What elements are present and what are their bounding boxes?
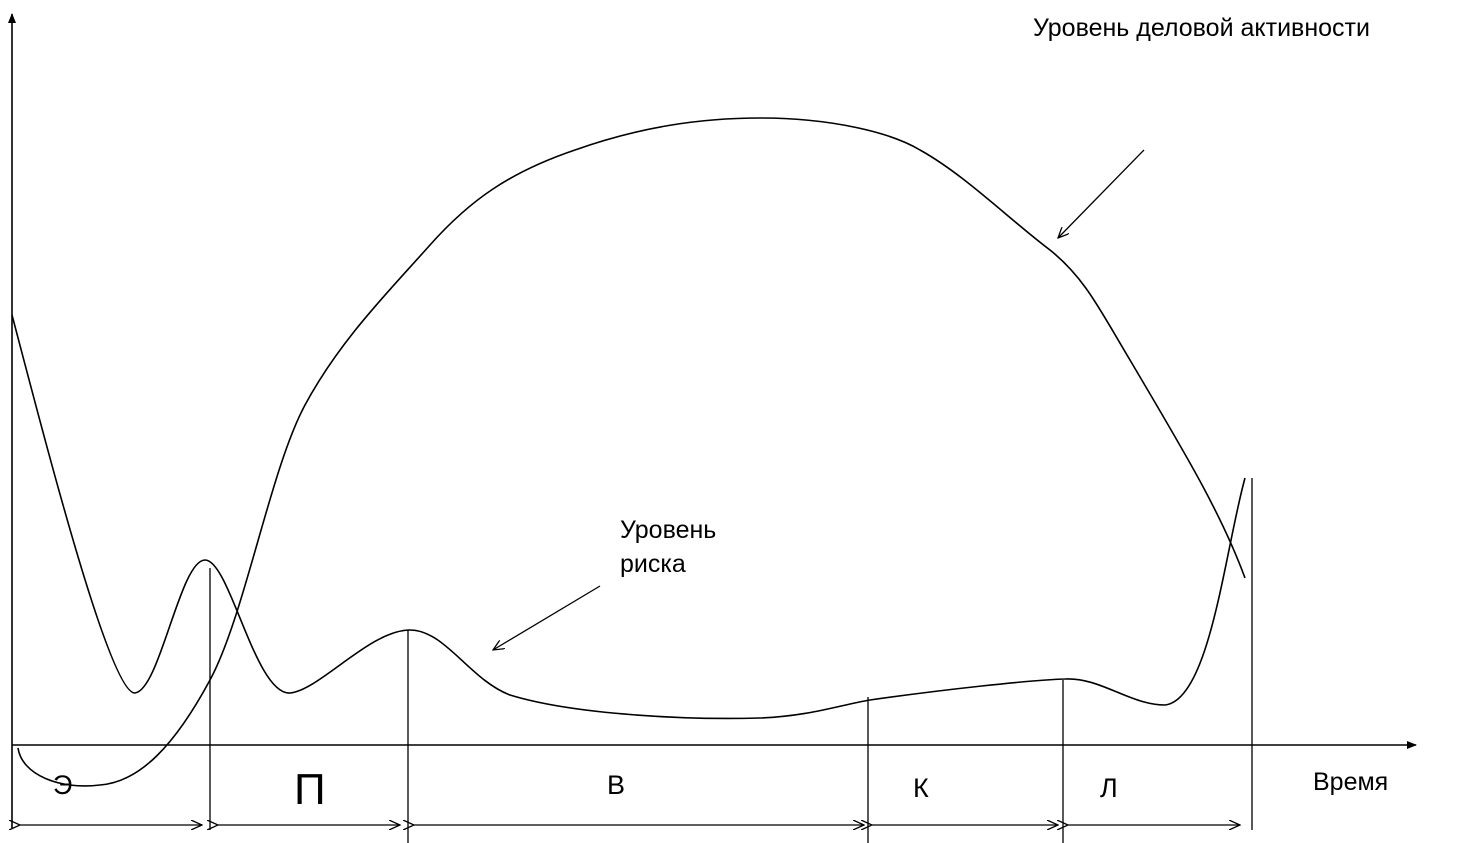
stage-label-p: П	[294, 765, 326, 814]
time-axis-label: Время	[1313, 768, 1389, 796]
risk-level-pointer	[493, 585, 601, 650]
stage-label-v: В	[607, 770, 626, 800]
risk-level-curve	[11, 314, 1246, 720]
stage-label-e: Э	[53, 770, 73, 800]
business-activity-label: Уровень деловой активности	[1033, 14, 1370, 42]
stage-label-k: К	[913, 773, 929, 803]
business-activity-pointer	[1058, 149, 1145, 238]
stage-label-l: Л	[1100, 773, 1118, 803]
risk-level-label: Уровень риска	[620, 516, 717, 578]
business-activity-curve	[17, 117, 1246, 787]
